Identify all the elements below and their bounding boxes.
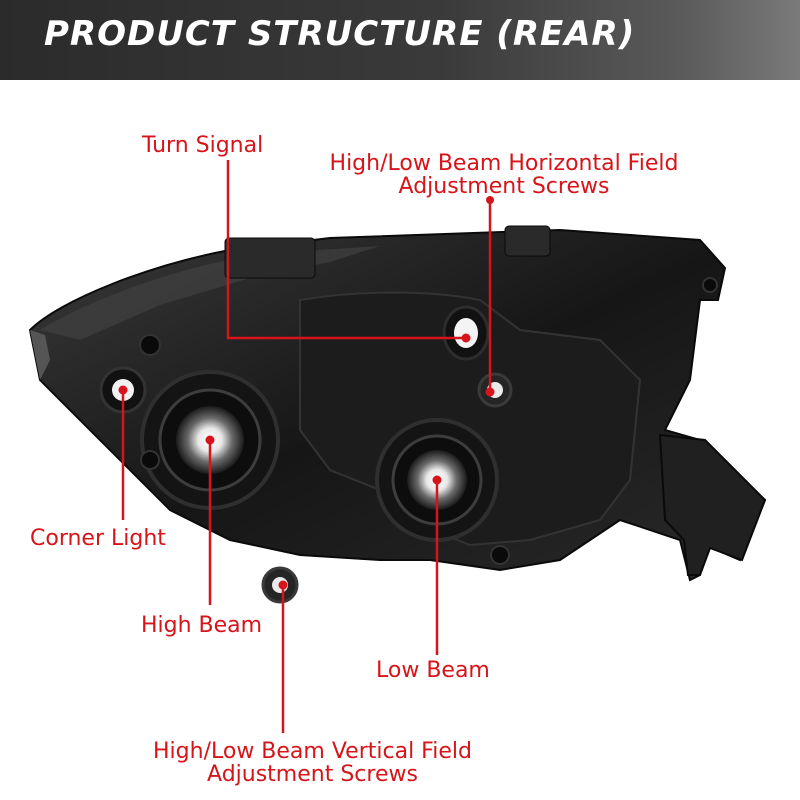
vertical-screws-label: High/Low Beam Vertical Field Adjustment … (140, 740, 485, 786)
title-banner: PRODUCT STRUCTURE (REAR) (0, 0, 800, 80)
turn-signal-socket (442, 305, 490, 361)
low-beam-label: Low Beam (376, 658, 490, 683)
horizontal-screws-label-line2: Adjustment Screws (398, 174, 610, 199)
callout-dots (118, 196, 495, 590)
corner-light-label: Corner Light (30, 526, 166, 551)
vertical-screws-label-line1: High/Low Beam Vertical Field (153, 739, 472, 764)
turn-signal-label: Turn Signal (142, 133, 264, 158)
high-beam-label: High Beam (141, 613, 263, 638)
horizontal-adjustment-screw (477, 372, 513, 408)
horizontal-screws-label: High/Low Beam Horizontal Field Adjustmen… (328, 152, 680, 198)
page-title: PRODUCT STRUCTURE (REAR) (44, 14, 636, 54)
horizontal-screws-label-line1: High/Low Beam Horizontal Field (329, 151, 679, 176)
turn-signal-callout (226, 160, 466, 340)
vertical-screws-label-line2: Adjustment Screws (207, 762, 418, 787)
callout-lines (121, 160, 492, 733)
